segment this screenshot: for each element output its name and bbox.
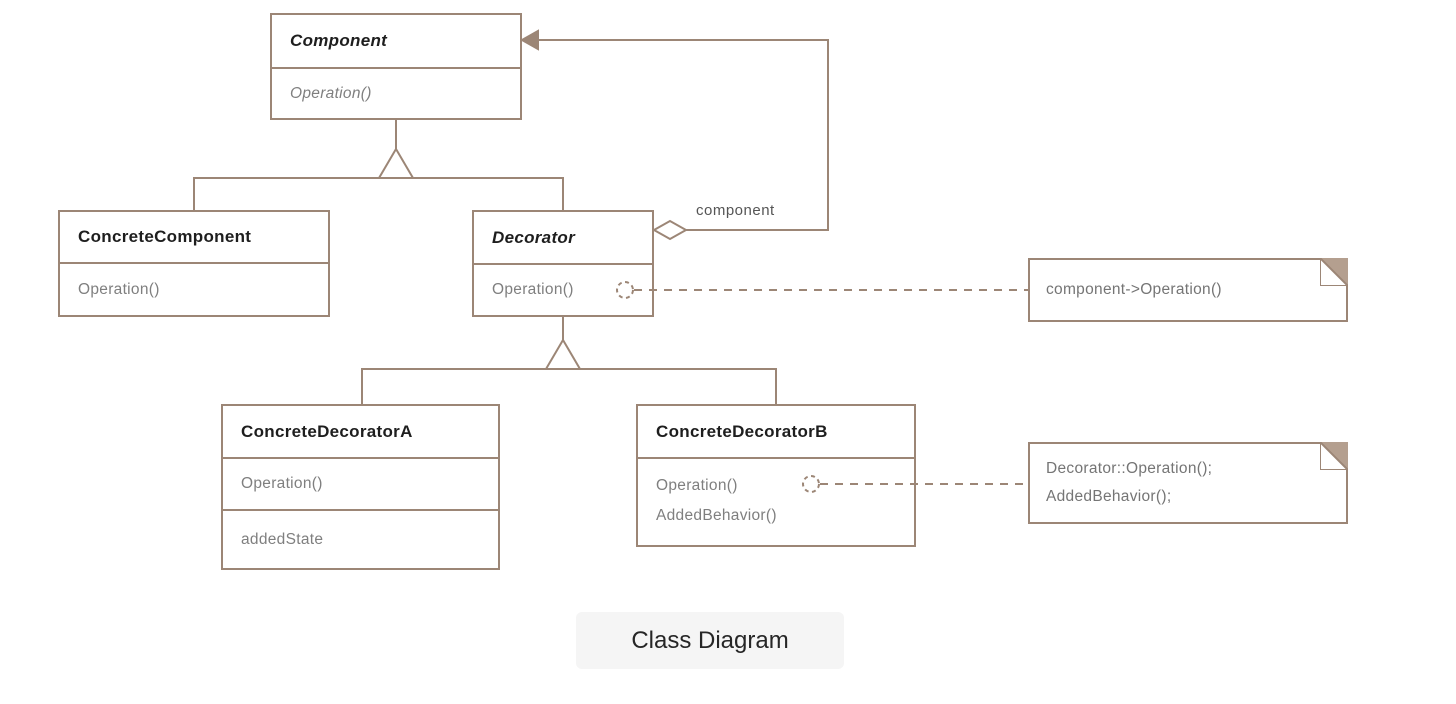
class-title-compartment: Decorator: [474, 212, 652, 263]
class-title-compartment: ConcreteDecoratorB: [638, 406, 914, 457]
aggregation-line: [534, 39, 829, 231]
note-fold-icon: [1320, 258, 1348, 286]
note-fold-icon: [1320, 442, 1348, 470]
class-box-component: Component Operation(): [270, 13, 522, 120]
class-title-compartment: ConcreteComponent: [60, 212, 328, 262]
operation-component: Operation(): [290, 84, 372, 102]
operation-decorator: Operation(): [492, 281, 574, 298]
diagram-caption: Class Diagram: [576, 612, 844, 669]
class-name-concrete-component: ConcreteComponent: [78, 227, 252, 246]
operation-added-behavior: AddedBehavior(): [656, 507, 777, 524]
note-line: Decorator::Operation();: [1046, 460, 1213, 477]
note-decorator-operation: component->Operation(): [1028, 258, 1348, 322]
class-name-concrete-decorator-b: ConcreteDecoratorB: [656, 421, 828, 441]
class-name-component: Component: [290, 31, 388, 50]
class-operations-compartment: Operation(): [60, 262, 328, 315]
generalization-triangle-component: [377, 147, 415, 179]
note-line: component->Operation(): [1046, 281, 1222, 298]
aggregation-diamond: [651, 219, 689, 241]
note-concrete-decorator-b-operation: Decorator::Operation(); AddedBehavior();: [1028, 442, 1348, 524]
class-title-compartment: Component: [272, 15, 520, 67]
class-operations-compartment: Operation(): [223, 457, 498, 509]
class-operations-compartment: Operation() AddedBehavior(): [638, 457, 914, 545]
operation-concrete-decorator-b: Operation(): [656, 477, 738, 494]
operation-concrete-component: Operation(): [78, 280, 160, 298]
generalization-bus-component: [193, 177, 564, 211]
aggregation-role-label: component: [696, 202, 775, 219]
attribute-added-state: addedState: [241, 530, 324, 548]
note-line: AddedBehavior();: [1046, 488, 1172, 505]
class-name-decorator: Decorator: [492, 227, 576, 247]
class-box-concrete-decorator-a: ConcreteDecoratorA Operation() addedStat…: [221, 404, 500, 570]
note-text: component->Operation(): [1030, 260, 1346, 320]
class-box-concrete-component: ConcreteComponent Operation(): [58, 210, 330, 317]
note-text: Decorator::Operation(); AddedBehavior();: [1030, 444, 1346, 522]
operation-concrete-decorator-a: Operation(): [241, 475, 323, 492]
class-box-decorator: Decorator Operation(): [472, 210, 654, 317]
aggregation-arrowhead: [519, 29, 539, 51]
generalization-triangle-decorator: [544, 338, 582, 370]
class-box-concrete-decorator-b: ConcreteDecoratorB Operation() AddedBeha…: [636, 404, 916, 547]
class-operations-compartment: Operation(): [474, 263, 652, 315]
generalization-bus-decorator: [361, 368, 777, 405]
class-name-concrete-decorator-a: ConcreteDecoratorA: [241, 421, 413, 441]
class-operations-compartment: Operation(): [272, 67, 520, 118]
class-title-compartment: ConcreteDecoratorA: [223, 406, 498, 457]
class-attributes-compartment: addedState: [223, 509, 498, 568]
